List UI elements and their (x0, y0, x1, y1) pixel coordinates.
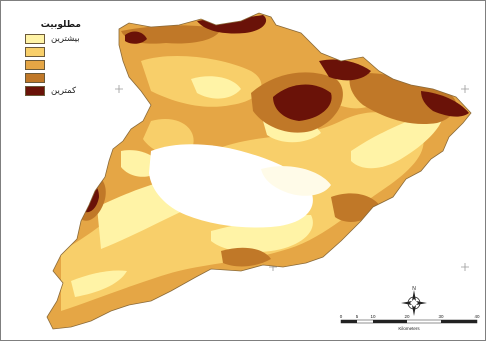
legend: مطلوبیت بیشترین کمترین (25, 18, 111, 97)
legend-item: بیشترین (25, 33, 111, 45)
scale-tick: 20 (404, 314, 410, 319)
scale-tick: 0 (340, 314, 343, 319)
scale-unit: Kilometers (398, 326, 420, 331)
scale-tick: 40 (474, 314, 480, 319)
north-arrow-icon: N (401, 286, 427, 316)
scale-bar: 0 5 10 20 30 40 Kilometers (340, 314, 480, 331)
legend-swatch (25, 60, 45, 70)
legend-label: بیشترین (51, 34, 80, 44)
legend-swatch (25, 47, 45, 57)
legend-item: کمترین (25, 85, 111, 97)
legend-swatch (25, 34, 45, 44)
legend-item (25, 59, 111, 71)
north-label: N (412, 286, 416, 292)
scale-tick: 30 (438, 314, 444, 319)
legend-label: کمترین (51, 86, 77, 96)
scale-tick: 10 (370, 314, 376, 319)
legend-title: مطلوبیت (40, 20, 81, 30)
legend-swatch (25, 73, 45, 83)
white-zone (149, 144, 313, 228)
legend-item (25, 72, 111, 84)
legend-item (25, 46, 111, 58)
region-outline (46, 12, 472, 330)
scale-tick: 5 (356, 314, 359, 319)
legend-swatch (25, 86, 45, 96)
